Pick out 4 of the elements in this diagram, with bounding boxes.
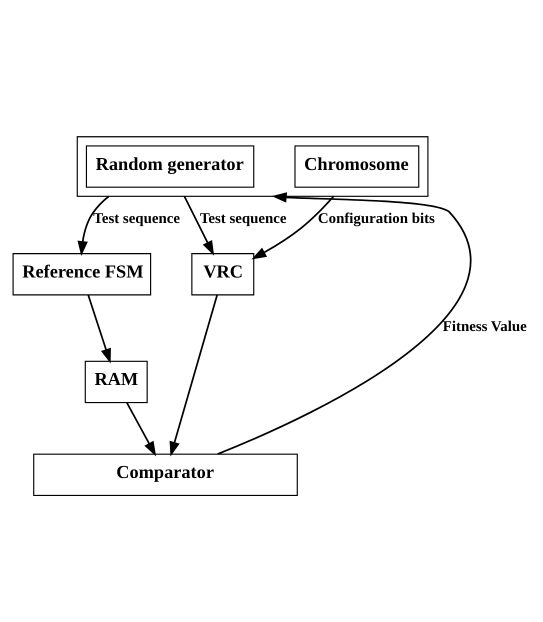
- edge-label: Test sequence: [200, 210, 287, 227]
- edge-label: Configuration bits: [318, 210, 435, 227]
- edge-label: Fitness Value: [442, 318, 527, 334]
- edge-label: Test sequence: [93, 210, 180, 227]
